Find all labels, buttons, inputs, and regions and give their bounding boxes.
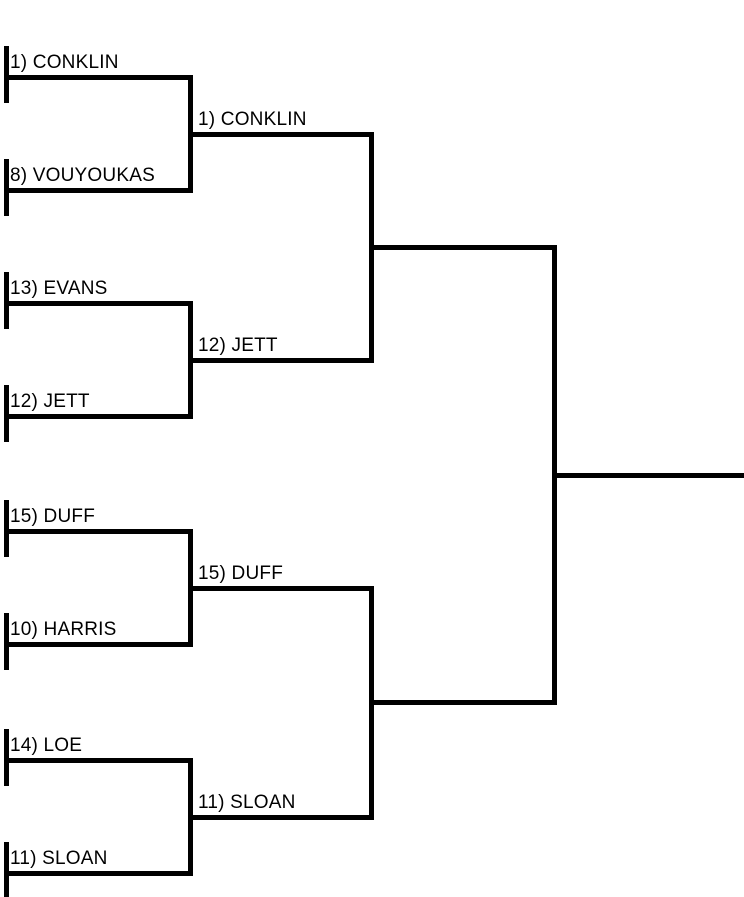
round1-entry-line xyxy=(4,75,192,80)
round1-entry-stub xyxy=(4,159,9,216)
round1-entry-line xyxy=(4,871,192,876)
round1-entry-line xyxy=(4,642,192,647)
round1-entry-stub xyxy=(4,613,9,670)
round1-entry-stub xyxy=(4,842,9,897)
round1-entry-label: 14) LOE xyxy=(10,735,83,756)
round1-entry-label: 8) VOUYOUKAS xyxy=(10,165,155,186)
round2-winner-label: 15) DUFF xyxy=(198,563,283,584)
championship-line xyxy=(552,473,744,478)
round1-entry-line xyxy=(4,301,192,306)
round1-entry-stub xyxy=(4,729,9,786)
round1-entry-stub xyxy=(4,500,9,557)
round2-winner-label: 11) SLOAN xyxy=(198,792,296,813)
round2-winner-line xyxy=(188,358,374,363)
round1-entry-line xyxy=(4,414,192,419)
round1-entry-stub xyxy=(4,46,9,103)
round1-entry-label: 11) SLOAN xyxy=(10,848,108,869)
round1-entry-label: 13) EVANS xyxy=(10,278,108,299)
round1-entry-label: 1) CONKLIN xyxy=(10,52,119,73)
round2-winner-line xyxy=(188,815,374,820)
round2-winner-label: 1) CONKLIN xyxy=(198,109,307,130)
round2-winner-label: 12) JETT xyxy=(198,335,278,356)
semifinal-winner-line xyxy=(369,700,557,705)
round2-winner-line xyxy=(188,132,374,137)
round1-entry-label: 15) DUFF xyxy=(10,506,95,527)
round1-entry-line xyxy=(4,188,192,193)
round1-entry-line xyxy=(4,758,192,763)
semifinal-winner-line xyxy=(369,245,557,250)
round1-entry-label: 12) JETT xyxy=(10,391,90,412)
round2-winner-line xyxy=(188,586,374,591)
round1-entry-label: 10) HARRIS xyxy=(10,619,117,640)
round1-entry-line xyxy=(4,529,192,534)
round1-entry-stub xyxy=(4,272,9,329)
round1-entry-stub xyxy=(4,385,9,442)
